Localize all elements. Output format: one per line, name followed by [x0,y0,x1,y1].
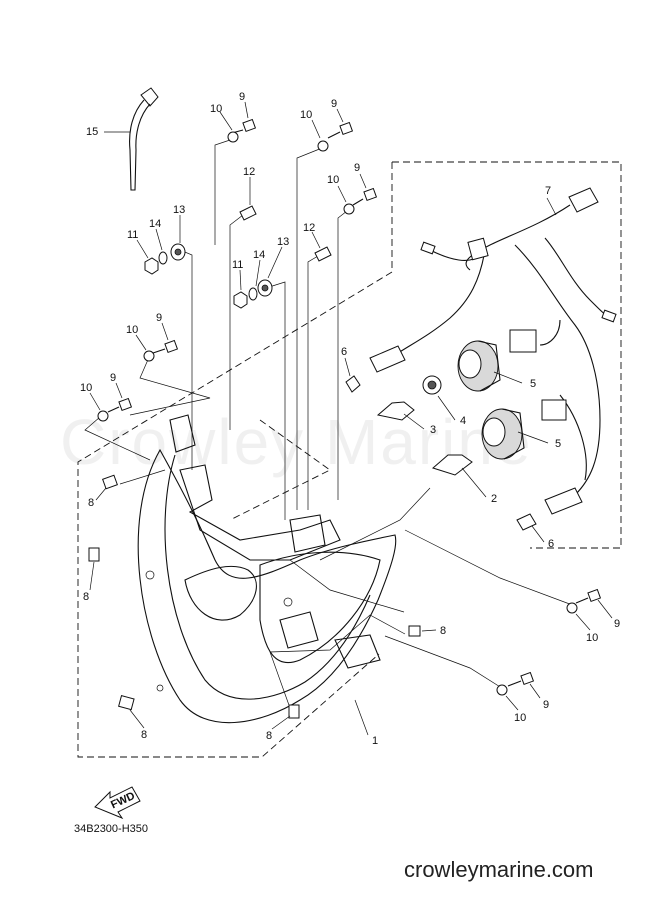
fwd-arrow-icon: FWD [94,786,141,820]
part-label-10: 10 [514,712,526,724]
part-label-3: 3 [430,424,436,436]
part-label-13: 13 [173,204,185,216]
part-label-11: 11 [232,259,243,271]
clips [88,474,421,719]
part-label-6: 6 [341,346,347,358]
part-label-8: 8 [266,730,272,742]
part-label-8: 8 [440,625,446,637]
part-label-9: 9 [239,91,245,103]
part-label-8: 8 [83,591,89,603]
part-label-12: 12 [243,166,255,178]
site-url: crowleymarine.com [404,857,594,882]
part-label-4: 4 [460,415,466,427]
part-label-8: 8 [88,497,94,509]
part-label-10: 10 [210,103,222,115]
part-label-6: 6 [548,538,554,550]
headlight-housing [137,414,397,724]
part-label-10: 10 [126,324,138,336]
part-label-9: 9 [614,618,620,630]
part-label-9: 9 [331,98,337,110]
assembly-boundary [77,161,622,758]
part-label-8: 8 [141,729,147,741]
part-label-15: 15 [86,126,98,138]
part-label-11: 11 [127,229,138,241]
cable-tie [129,87,159,191]
part-label-14: 14 [253,249,265,261]
part-label-10: 10 [80,382,92,394]
part-label-10: 10 [300,109,312,121]
part-label-5: 5 [555,438,561,450]
leader-lines [84,139,576,709]
part-label-7: 7 [545,185,551,197]
part-label-5: 5 [530,378,536,390]
part-label-2: 2 [491,493,497,505]
bulbs-sockets [345,340,537,531]
part-label-13: 13 [277,236,289,248]
part-label-14: 14 [149,218,161,230]
part-labels: 1 2 3 4 5 5 6 6 7 8 8 8 8 8 9 9 9 9 9 9 … [80,91,620,747]
part-label-9: 9 [543,699,549,711]
part-label-10: 10 [586,632,598,644]
part-label-9: 9 [110,372,116,384]
fasteners [97,118,602,696]
drawing-code: 34B2300-H350 [74,823,149,835]
label-ticks [89,101,613,736]
part-label-1: 1 [372,735,378,747]
part-label-9: 9 [354,162,360,174]
part-label-9: 9 [156,312,162,324]
part-label-12: 12 [303,222,315,234]
part-label-10: 10 [327,174,339,186]
wire-harness [369,187,617,515]
